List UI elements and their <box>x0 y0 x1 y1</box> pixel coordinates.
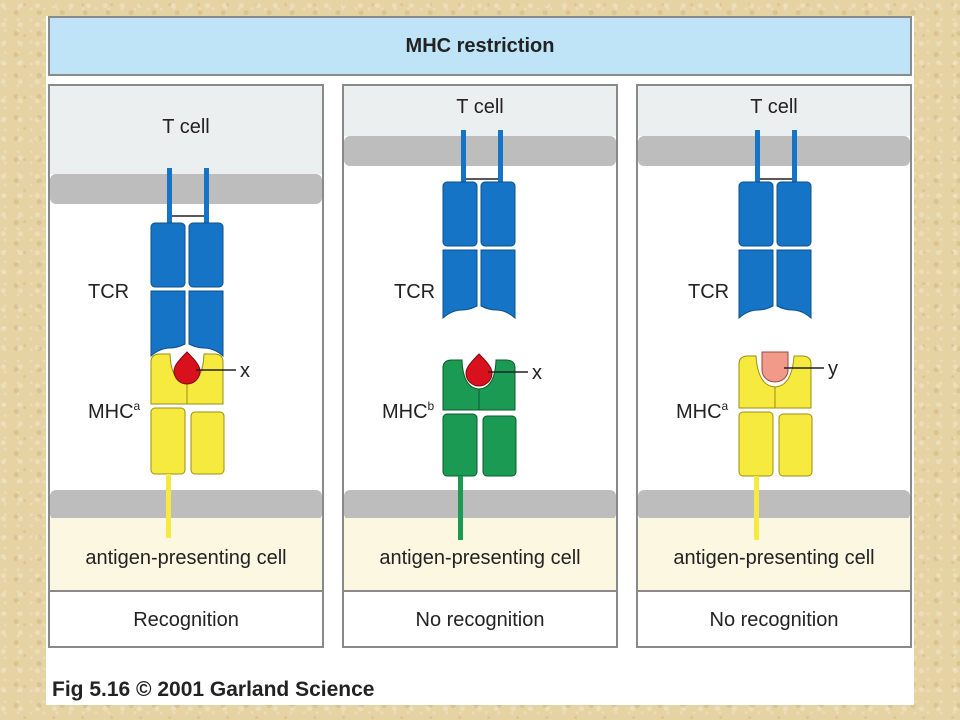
apc-membrane <box>50 490 322 520</box>
tcr-stalk-alpha <box>461 130 466 186</box>
mhc-b-alpha3 <box>442 413 478 477</box>
mhc-a-stalk <box>166 474 171 538</box>
apc-cytoplasm <box>50 518 322 590</box>
apc-label: antigen-presenting cell <box>673 547 875 569</box>
panel-3-diagram <box>638 86 910 590</box>
panel-no-recognition-peptide-y: T cell TCR y MHCa antigen-presenting cel… <box>636 84 912 648</box>
apc-cytoplasm <box>344 518 616 590</box>
tcr-beta-variable <box>480 249 516 320</box>
tcr-alpha-constant <box>442 181 478 247</box>
t-cell-label: T cell <box>750 96 798 118</box>
mhc-a-label: MHCa <box>88 399 140 424</box>
mhc-a-alpha3 <box>150 407 186 475</box>
tcr-beta-constant <box>480 181 516 247</box>
outcome-no-recognition: No recognition <box>638 590 910 646</box>
mhc-a-alpha3 <box>738 411 774 477</box>
panel-1-diagram <box>50 86 322 590</box>
panel-recognition: T cell TCR x MHCa antigen-presenting cel… <box>48 84 324 648</box>
apc-cytoplasm <box>638 518 910 590</box>
tcr-beta-constant <box>776 181 812 247</box>
t-cell-cytoplasm <box>344 86 616 136</box>
mhc-label-text: MHC <box>382 401 428 423</box>
tcr-label: TCR <box>394 281 436 303</box>
peptide-y-label: y <box>828 358 838 380</box>
mhc-b-label: MHCb <box>382 399 434 424</box>
peptide-x <box>465 353 493 387</box>
mhc-b-stalk <box>458 476 463 540</box>
outcome-no-recognition: No recognition <box>344 590 616 646</box>
tcr-stalk-alpha <box>167 168 172 224</box>
figure: MHC restriction T cell <box>46 16 914 705</box>
t-cell-membrane <box>344 136 616 166</box>
tcr-beta-variable <box>188 290 224 358</box>
peptide-x-label: x <box>240 360 250 382</box>
tcr-label: TCR <box>88 281 130 303</box>
t-cell-label: T cell <box>162 116 210 138</box>
apc-label: antigen-presenting cell <box>379 547 581 569</box>
figure-title: MHC restriction <box>48 16 912 76</box>
mhc-allele-superscript: a <box>721 399 729 413</box>
mhc-allele-superscript: b <box>427 399 435 413</box>
tcr-alpha-constant <box>738 181 774 247</box>
mhc-label-text: MHC <box>88 401 134 423</box>
apc-membrane <box>344 490 616 520</box>
beta2-microglobulin <box>190 411 225 475</box>
tcr-stalk-beta <box>498 130 503 186</box>
tcr-alpha-variable <box>150 290 186 358</box>
t-cell-cytoplasm <box>50 86 322 174</box>
tcr-alpha-constant <box>150 222 186 288</box>
tcr-stalk-beta <box>204 168 209 224</box>
t-cell-cytoplasm <box>638 86 910 136</box>
panel-no-recognition-mhc-b: T cell TCR x MHCb antigen-presenting cel… <box>342 84 618 648</box>
apc-membrane <box>638 490 910 520</box>
peptide-x-label: x <box>532 362 542 384</box>
t-cell-membrane <box>638 136 910 166</box>
apc-label: antigen-presenting cell <box>85 547 287 569</box>
mhc-a-label: MHCa <box>676 399 728 424</box>
outcome-recognition: Recognition <box>50 590 322 646</box>
tcr-alpha-variable <box>738 249 774 320</box>
mhc-a-stalk <box>754 476 759 540</box>
t-cell-label: T cell <box>456 96 504 118</box>
t-cell-membrane <box>50 174 322 204</box>
figure-caption: Fig 5.16 © 2001 Garland Science <box>52 678 375 701</box>
mhc-allele-superscript: a <box>133 399 141 413</box>
tcr-beta-constant <box>188 222 224 288</box>
tcr-alpha-variable <box>442 249 478 320</box>
tcr-stalk-alpha <box>755 130 760 186</box>
mhc-a-alpha2 <box>774 355 812 409</box>
tcr-label: TCR <box>688 281 730 303</box>
panel-2-diagram <box>344 86 616 590</box>
tcr-beta-variable <box>776 249 812 320</box>
peptide-y <box>761 351 789 383</box>
mhc-label-text: MHC <box>676 401 722 423</box>
peptide-x <box>173 351 201 385</box>
beta2-microglobulin <box>482 415 517 477</box>
tcr-stalk-beta <box>792 130 797 186</box>
beta2-microglobulin <box>778 413 813 477</box>
